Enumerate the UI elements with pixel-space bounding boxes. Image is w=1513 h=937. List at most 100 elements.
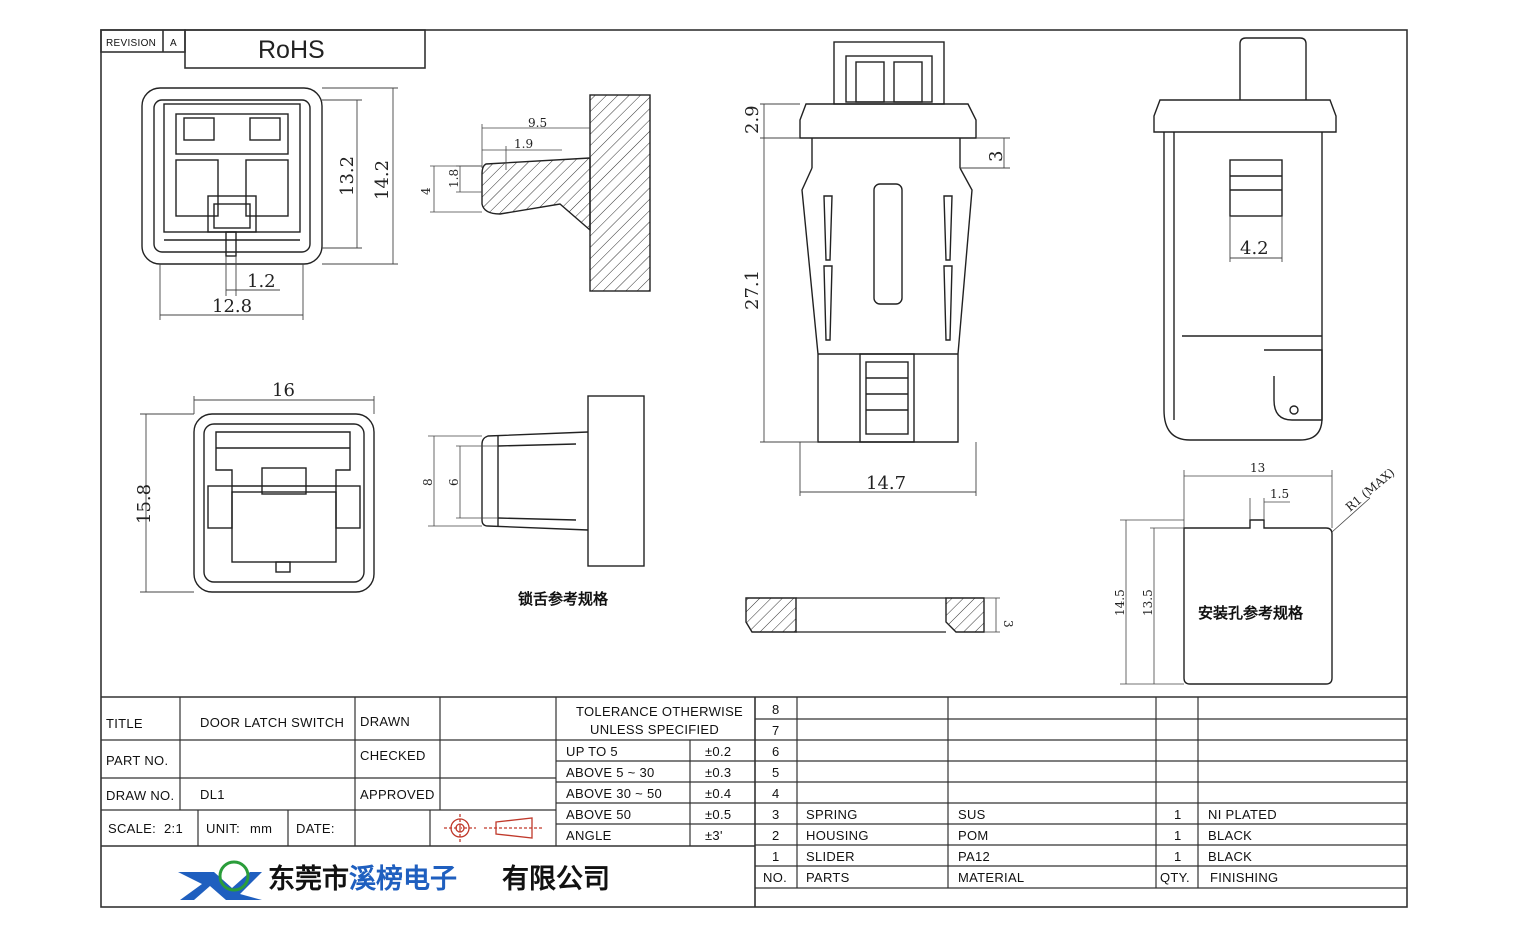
dim-side-width: 14.7 <box>866 473 906 494</box>
title-block-grid <box>101 696 1407 907</box>
bom-qty: 1 <box>1174 807 1182 822</box>
bom-no: 1 <box>772 849 780 864</box>
bom-no: 8 <box>772 702 780 717</box>
bom-header-no: NO. <box>763 870 787 885</box>
dim-front-slot: 1.2 <box>247 271 276 292</box>
tolerance-value: ±0.4 <box>705 786 731 801</box>
bom-header-parts: PARTS <box>806 870 850 885</box>
bom-qty: 1 <box>1174 849 1182 864</box>
tolerance-range: ANGLE <box>566 828 612 843</box>
dim-cutout-radius: R1 (MAX) <box>1343 465 1397 514</box>
drawn-label: DRAWN <box>360 714 410 729</box>
tolerance-value: ±0.3 <box>705 765 731 780</box>
bom-no: 3 <box>772 807 780 822</box>
company-name-suffix: 有限公司 <box>502 864 610 895</box>
draw-label: DRAW NO. <box>106 788 174 803</box>
rohs-label: RoHS <box>258 36 325 64</box>
tongue-side-dimensions <box>428 435 498 527</box>
bom-header-qty: QTY. <box>1160 870 1190 885</box>
back-view-dimensions <box>140 396 375 593</box>
unit-value: mm <box>250 821 272 836</box>
tolerance-range: ABOVE 30 ~ 50 <box>566 786 662 801</box>
title-value: DOOR LATCH SWITCH <box>200 715 344 730</box>
drawing-frame <box>100 29 1408 908</box>
dim-front-width: 12.8 <box>212 296 252 317</box>
bom-finishing: BLACK <box>1208 828 1252 843</box>
tolerance-range: UP TO 5 <box>566 744 618 759</box>
dim-tongue-length: 9.5 <box>528 116 547 130</box>
bom-finishing: NI PLATED <box>1208 807 1277 822</box>
projection-symbol-icon <box>444 814 544 842</box>
front-view-dimensions <box>159 87 398 320</box>
unit-label: UNIT: <box>206 821 240 836</box>
company-logo-icon <box>178 860 262 900</box>
bom-no: 5 <box>772 765 780 780</box>
revision-block: REVISION A RoHS <box>106 36 325 64</box>
note-mounting-hole: 安装孔参考规格 <box>1198 604 1304 622</box>
front-view <box>141 87 323 265</box>
side-view-right-dimensions <box>1229 216 1283 262</box>
bom-material: POM <box>958 828 989 843</box>
dim-tongue-height: 4 <box>419 187 433 195</box>
title-label: TITLE <box>106 716 143 731</box>
bom-part: HOUSING <box>806 828 869 843</box>
tolerance-header-1: TOLERANCE OTHERWISE <box>576 704 743 719</box>
company-name-prefix: 东莞市 <box>268 863 349 895</box>
approved-label: APPROVED <box>360 787 435 802</box>
tolerance-range: ABOVE 5 ~ 30 <box>566 765 655 780</box>
dim-front-height-inner: 13.2 <box>337 156 358 196</box>
dim-back-height: 15.8 <box>134 484 155 524</box>
checked-label: CHECKED <box>360 748 426 763</box>
dim-front-height-outer: 14.2 <box>372 160 393 200</box>
dim-tongue-tip-height: 1.8 <box>447 169 461 188</box>
tolerance-value: ±3' <box>705 828 723 843</box>
bom-part: SLIDER <box>806 849 855 864</box>
dim-cutout-width: 13 <box>1250 461 1265 475</box>
dim-tongue2-outer: 8 <box>421 478 435 486</box>
dim-cutout-notch: 1.5 <box>1270 487 1289 501</box>
dim-cutout-height-inner: 13.5 <box>1141 589 1155 616</box>
side-view-right <box>1153 37 1337 441</box>
tongue-profile <box>481 94 651 292</box>
bom-no: 4 <box>772 786 780 801</box>
dim-back-width: 16 <box>272 380 295 401</box>
bom-finishing: BLACK <box>1208 849 1252 864</box>
bom-table: 8 7 6 5 4 3 SPRING SUS 1 NI PLATED 2 HOU… <box>763 702 1278 885</box>
dim-cutout-height-outer: 14.5 <box>1113 589 1127 616</box>
dim-tongue-tip: 1.9 <box>514 137 533 151</box>
panel-section <box>745 597 1000 633</box>
dim-side2-slot: 4.2 <box>1240 238 1269 259</box>
side-view-dimensions <box>760 103 1010 496</box>
bom-part: SPRING <box>806 807 858 822</box>
draw-value: DL1 <box>200 787 225 802</box>
tolerance-header-2: UNLESS SPECIFIED <box>590 722 719 737</box>
scale-label: SCALE: <box>108 821 156 836</box>
bom-header-material: MATERIAL <box>958 870 1024 885</box>
dim-side-step: 3 <box>986 151 1007 162</box>
tolerance-range: ABOVE 50 <box>566 807 631 822</box>
dim-panel-thickness: 3 <box>1001 620 1015 628</box>
revision-label: REVISION <box>106 38 156 49</box>
bom-no: 6 <box>772 744 780 759</box>
bom-no: 7 <box>772 723 780 738</box>
date-label: DATE: <box>296 821 335 836</box>
dim-side-body: 27.1 <box>742 270 763 310</box>
side-view <box>799 41 977 443</box>
company-name-highlight: 溪榜电子 <box>349 863 457 895</box>
tongue-dimensions <box>430 124 590 213</box>
bom-material: SUS <box>958 807 986 822</box>
bom-header-finishing: FINISHING <box>1210 870 1278 885</box>
back-view <box>193 413 375 593</box>
tolerance-value: ±0.2 <box>705 744 731 759</box>
bom-material: PA12 <box>958 849 990 864</box>
dim-tongue2-inner: 6 <box>447 478 461 486</box>
revision-value: A <box>170 38 177 49</box>
bom-qty: 1 <box>1174 828 1182 843</box>
scale-value: 2:1 <box>164 821 183 836</box>
mounting-cutout-dimensions <box>1120 470 1371 685</box>
tongue-side-view <box>481 395 645 567</box>
bom-no: 2 <box>772 828 780 843</box>
part-label: PART NO. <box>106 753 168 768</box>
note-latch-tongue: 锁舌参考规格 <box>518 590 609 608</box>
